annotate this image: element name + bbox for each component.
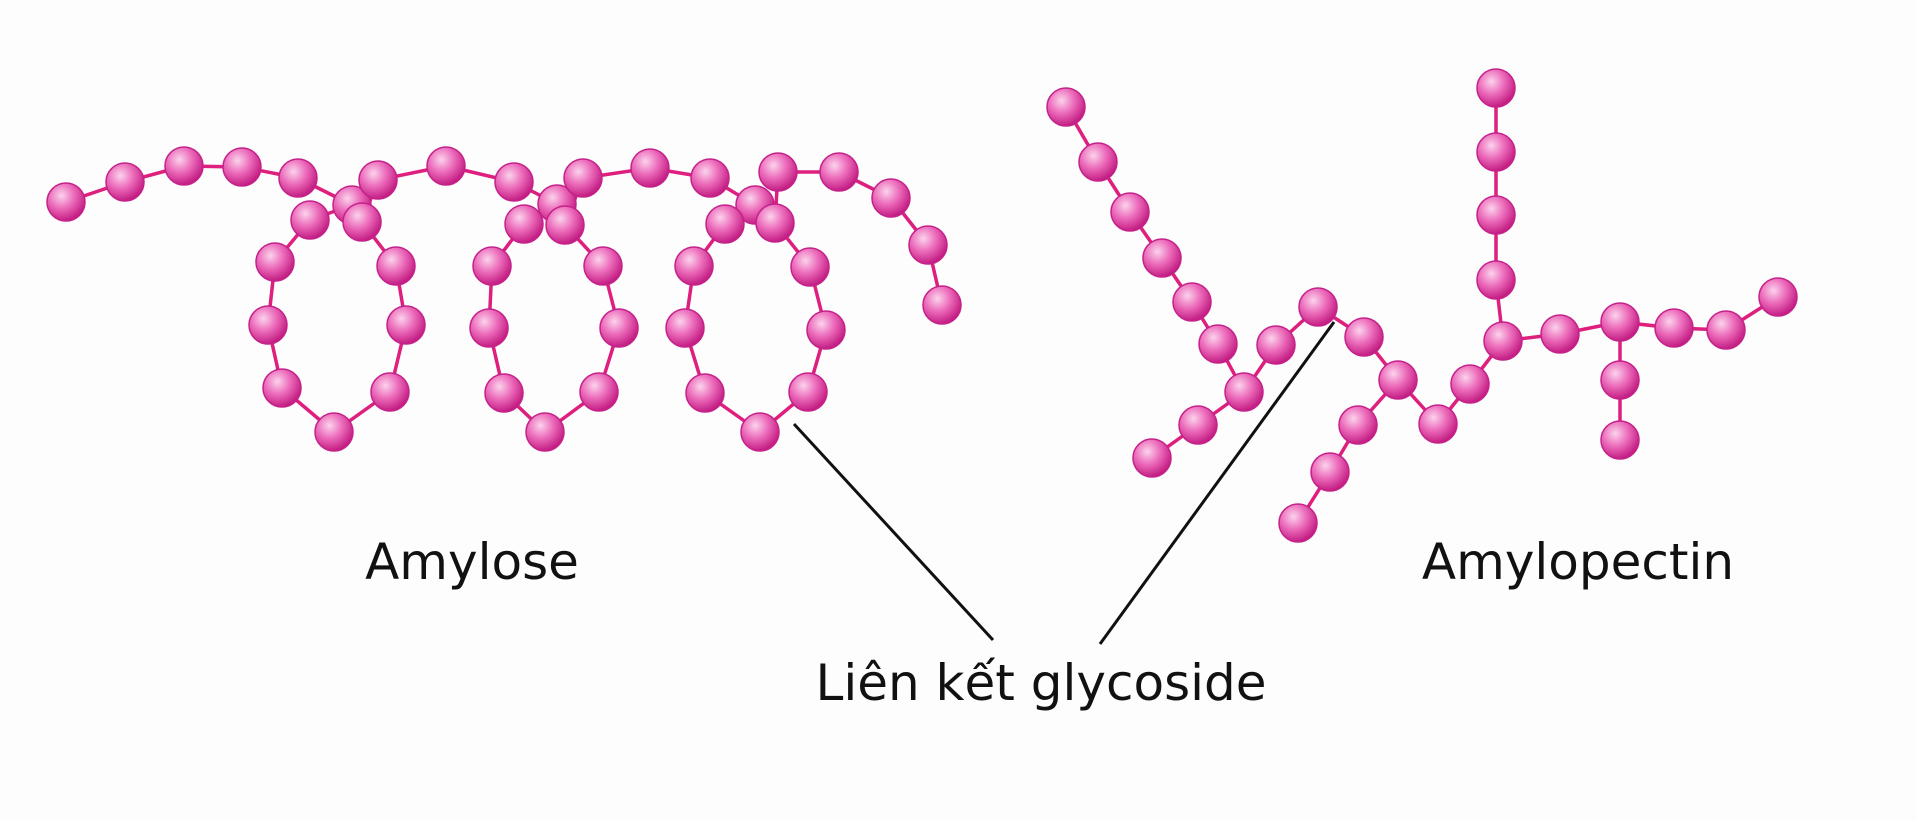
glucose-unit (248, 305, 288, 345)
glucose-unit (1278, 503, 1318, 543)
glucose-unit (525, 412, 565, 452)
glucose-unit (342, 202, 382, 242)
glucose-unit (472, 246, 512, 286)
glucose-unit (222, 147, 262, 187)
glucose-unit (1600, 420, 1640, 460)
glucose-unit (1178, 405, 1218, 445)
glucose-unit (819, 152, 859, 192)
glucose-unit (788, 372, 828, 412)
amylopectin-label: Amylopectin (1421, 533, 1735, 591)
amylose-glucose-units (46, 146, 962, 452)
glucose-unit (583, 246, 623, 286)
amylopectin-glucose-units (1046, 68, 1798, 543)
glycosidic-bond-leader-lines (792, 321, 1336, 645)
glucose-unit (1298, 287, 1338, 327)
leader-line-to-amylopectin-bond (1098, 321, 1336, 645)
glucose-unit (790, 247, 830, 287)
glucose-unit (1198, 324, 1238, 364)
glucose-unit (469, 308, 509, 348)
glucose-unit (46, 182, 86, 222)
glucose-unit (908, 225, 948, 265)
glucose-unit (806, 310, 846, 350)
glucose-unit (674, 246, 714, 286)
glucose-unit (494, 162, 534, 202)
glucose-unit (1450, 364, 1490, 404)
glucose-unit (1476, 195, 1516, 235)
amylose-label: Amylose (365, 533, 579, 591)
glucose-unit (1654, 308, 1694, 348)
glucose-unit (376, 246, 416, 286)
glucose-unit (1344, 317, 1384, 357)
glucose-unit (1046, 87, 1086, 127)
glucose-unit (290, 200, 330, 240)
glucose-unit (426, 146, 466, 186)
glucose-unit (705, 204, 745, 244)
glucose-unit (690, 158, 730, 198)
glucose-unit (370, 372, 410, 412)
glucose-unit (740, 412, 780, 452)
glucose-unit (1476, 68, 1516, 108)
glucose-unit (386, 305, 426, 345)
glucose-unit (1540, 314, 1580, 354)
glucose-unit (504, 204, 544, 244)
glucose-unit (1483, 321, 1523, 361)
glucose-unit (922, 285, 962, 325)
glucose-unit (545, 205, 585, 245)
glucose-unit (1142, 238, 1182, 278)
glucose-unit (1310, 452, 1350, 492)
glucose-unit (755, 203, 795, 243)
glucose-unit (262, 368, 302, 408)
glucose-unit (1706, 310, 1746, 350)
glucose-unit (758, 152, 798, 192)
glucose-unit (105, 162, 145, 202)
glucose-unit (1600, 302, 1640, 342)
glucose-unit (314, 412, 354, 452)
glucose-unit (164, 146, 204, 186)
glucose-unit (1132, 438, 1172, 478)
glucose-unit (1172, 282, 1212, 322)
glucose-unit (1256, 325, 1296, 365)
glucose-unit (1758, 277, 1798, 317)
glycosidic-bond-label: Liên kết glycoside (815, 654, 1267, 712)
glucose-unit (630, 148, 670, 188)
glucose-unit (1418, 404, 1458, 444)
leader-line-to-amylose-bond (792, 422, 995, 642)
amylopectin-branched-chain (1046, 68, 1798, 543)
glucose-unit (1378, 360, 1418, 400)
glucose-unit (1078, 142, 1118, 182)
glucose-unit (665, 308, 705, 348)
glucose-unit (1476, 132, 1516, 172)
glucose-unit (255, 242, 295, 282)
glucose-unit (278, 158, 318, 198)
glucose-unit (484, 373, 524, 413)
glucose-unit (1224, 372, 1264, 412)
glucose-unit (579, 372, 619, 412)
glucose-unit (685, 373, 725, 413)
glucose-unit (563, 158, 603, 198)
glucose-unit (599, 308, 639, 348)
glucose-unit (871, 178, 911, 218)
glucose-unit (1600, 360, 1640, 400)
glucose-unit (1476, 260, 1516, 300)
glucose-unit (1110, 192, 1150, 232)
glucose-unit (358, 160, 398, 200)
amylose-helix (46, 146, 962, 452)
glucose-unit (1338, 405, 1378, 445)
